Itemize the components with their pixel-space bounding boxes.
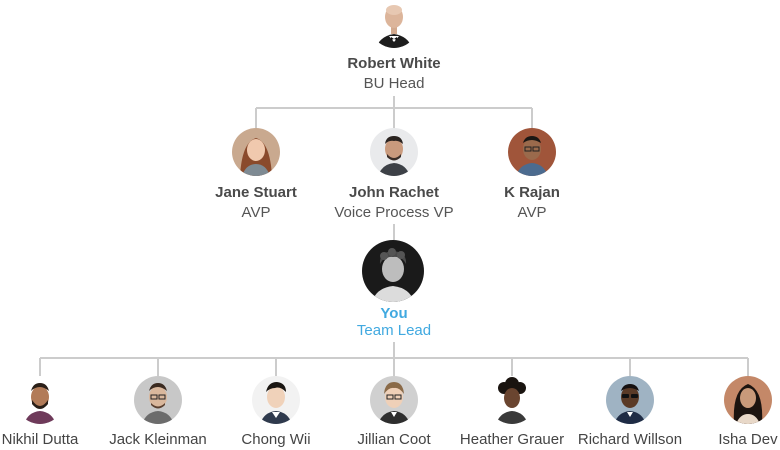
- avatar-man-sunglasses-icon: [606, 376, 654, 424]
- you-role: Team Lead: [356, 322, 432, 339]
- team-member-name: Chong Wii: [241, 431, 311, 448]
- avatar-woman-auburn-hair-icon: [232, 128, 280, 176]
- you-name: You: [380, 305, 408, 322]
- avatar-man-dark-hair-icon: [370, 128, 418, 176]
- avatar-man-glasses-brick-wall-icon: [508, 128, 556, 176]
- team-member-name: Richard Willson: [577, 431, 683, 448]
- team-member-name: Nikhil Dutta: [1, 431, 79, 448]
- team-member-name: Heather Grauer: [459, 431, 565, 448]
- avatar-young-man-icon: [252, 376, 300, 424]
- avatar-man-curly-hair-bw-icon: [362, 240, 424, 302]
- level2-role: AVP: [241, 204, 271, 221]
- team-member-name: Jack Kleinman: [109, 431, 207, 448]
- head-name: Robert White: [347, 55, 441, 72]
- avatar-woman-curly-hair-icon: [488, 376, 536, 424]
- level2-name: K Rajan: [504, 184, 560, 201]
- avatar-bald-man-tuxedo-icon: [370, 0, 418, 48]
- team-member-name: Jillian Coot: [357, 431, 431, 448]
- avatar-man-beard-glasses-icon: [16, 376, 64, 424]
- avatar-woman-long-hair-icon: [724, 376, 772, 424]
- level2-role: Voice Process VP: [334, 204, 454, 221]
- avatar-man-glasses-beard-icon: [134, 376, 182, 424]
- head-role: BU Head: [363, 75, 425, 92]
- team-member-name: Isha Dev: [718, 431, 778, 448]
- avatar-woman-glasses-icon: [370, 376, 418, 424]
- level2-role: AVP: [517, 204, 547, 221]
- level2-name: John Rachet: [348, 184, 439, 201]
- level2-name: Jane Stuart: [215, 184, 297, 201]
